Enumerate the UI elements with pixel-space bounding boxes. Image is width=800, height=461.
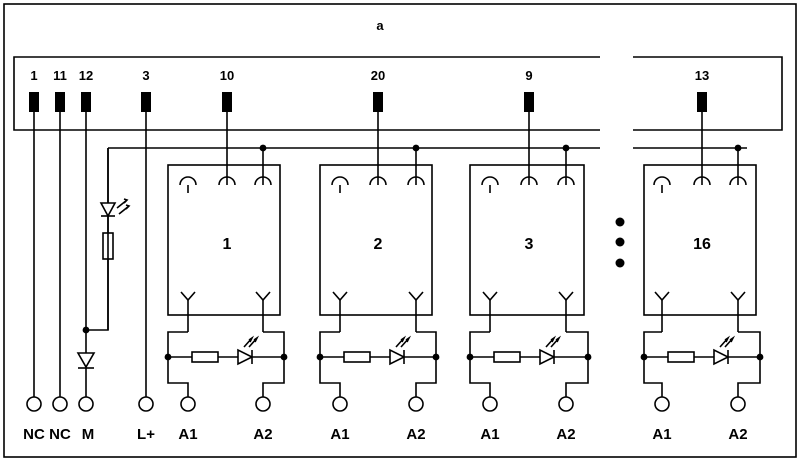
led-ray (545, 335, 557, 348)
led-icon (99, 202, 117, 218)
bus-terminal-number: 1 (30, 68, 37, 83)
contact-socket (693, 176, 711, 186)
led-ray (118, 204, 131, 215)
wire-a2 (262, 357, 285, 397)
relay-module (319, 164, 433, 316)
contact-socket (331, 176, 349, 186)
module-coil-label-a1: A1 (480, 426, 499, 443)
terminal-pin (524, 92, 534, 112)
wire-a2 (565, 357, 589, 397)
module-coil-label-a1: A1 (330, 426, 349, 443)
module-coil-label-a1: A1 (652, 426, 671, 443)
led-ray (243, 335, 255, 348)
relay-module (469, 164, 585, 316)
led-ray (395, 335, 407, 348)
module-coil-label-a1: A1 (178, 426, 197, 443)
led-icon (539, 348, 556, 366)
module-coil-label-a2: A2 (253, 426, 272, 443)
contact-socket (653, 176, 671, 186)
wire (738, 331, 761, 357)
wire (416, 331, 437, 357)
terminal-pin (697, 92, 707, 112)
bus-terminal-label: NC (23, 426, 45, 443)
power-led-indicator (99, 148, 131, 330)
led-icon (389, 348, 406, 366)
wire (469, 331, 490, 357)
module-number: 3 (525, 236, 534, 253)
module-coil-label-a2: A2 (556, 426, 575, 443)
contact-socket (369, 176, 387, 186)
led-ray (550, 335, 562, 348)
wire (263, 331, 285, 357)
diode-icon (76, 352, 96, 369)
terminal-pin (29, 92, 39, 112)
contact-socket (218, 176, 236, 186)
led-icon (713, 348, 730, 366)
wire-a1 (319, 357, 341, 397)
screw-terminal (730, 396, 746, 412)
relay-module (167, 164, 281, 316)
wire (167, 331, 188, 357)
screw-terminal (180, 396, 196, 412)
terminal-pin (81, 92, 91, 112)
wire-a2 (415, 357, 437, 397)
screw-terminal (482, 396, 498, 412)
screw-terminal (654, 396, 670, 412)
bus-terminal-number: 11 (53, 68, 67, 83)
wire-a1 (469, 357, 491, 397)
led-ray (116, 198, 129, 209)
module-coil-label-a2: A2 (406, 426, 425, 443)
module-terminal-number: 13 (695, 68, 709, 83)
wire-a1 (643, 357, 663, 397)
screw-terminal (332, 396, 348, 412)
terminal-pin (141, 92, 151, 112)
junction-dot (82, 326, 90, 334)
bus-terminal-number: 12 (79, 68, 93, 83)
led-ray (400, 335, 412, 348)
module-number: 2 (374, 236, 383, 253)
led-icon (237, 348, 254, 366)
relay-module (643, 164, 757, 316)
bus-terminal-label: NC (49, 426, 71, 443)
bus-terminal-label: M (82, 426, 95, 443)
screw-terminal (255, 396, 271, 412)
wire-a2 (737, 357, 761, 397)
bus-terminal-label: L+ (137, 426, 155, 443)
bus-terminal-number: 3 (142, 68, 149, 83)
terminal-pin (373, 92, 383, 112)
led-ray (724, 335, 736, 348)
module-terminal-number: 9 (525, 68, 532, 83)
module-coil-label-a2: A2 (728, 426, 747, 443)
terminal-pin (222, 92, 232, 112)
contact-socket (407, 176, 425, 186)
contact-socket (179, 176, 197, 186)
led-ray (248, 335, 260, 348)
wire (319, 331, 340, 357)
wire (643, 331, 662, 357)
module-terminal-number: 20 (371, 68, 385, 83)
diagram-title: a (376, 18, 384, 33)
contact-socket (729, 176, 747, 186)
continuation-dots (615, 217, 625, 268)
terminal-pin (55, 92, 65, 112)
wire (566, 331, 589, 357)
contact-socket (481, 176, 499, 186)
wire-a1 (167, 357, 189, 397)
module-number: 1 (223, 236, 232, 253)
contact-socket (254, 176, 272, 186)
module-number: 16 (693, 236, 711, 253)
led-ray (719, 335, 731, 348)
screw-terminal (558, 396, 574, 412)
screw-terminal (408, 396, 424, 412)
contact-socket (520, 176, 538, 186)
contact-socket (557, 176, 575, 186)
module-terminal-number: 10 (220, 68, 234, 83)
